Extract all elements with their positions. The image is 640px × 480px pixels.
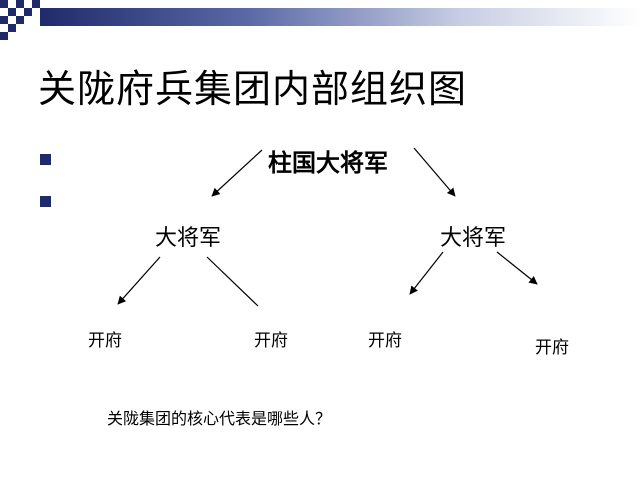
node-root: 柱国大将军	[268, 149, 388, 177]
edge-root-to-left	[211, 149, 263, 197]
node-branch-left: 大将军	[155, 226, 222, 251]
edge-root-to-right	[413, 147, 456, 197]
edge-right-to-leaf-4	[496, 251, 538, 285]
bullet-square-icon	[40, 196, 51, 207]
node-leaf: 开府	[254, 331, 288, 351]
node-leaf: 开府	[88, 331, 122, 351]
node-leaf: 开府	[368, 331, 402, 351]
bullet-square-icon	[40, 154, 51, 165]
edge-left-to-leaf-2	[206, 256, 259, 307]
checker-square	[0, 0, 8, 8]
checker-square	[8, 24, 16, 32]
checker-square	[32, 0, 40, 8]
checker-square	[0, 16, 8, 24]
slide-title: 关陇府兵集团内部组织图	[38, 67, 468, 111]
header-checker-pattern	[0, 0, 60, 40]
node-branch-right: 大将军	[440, 226, 507, 251]
edge-right-to-leaf-3	[409, 251, 444, 295]
edge-left-to-leaf-1	[117, 256, 161, 305]
node-leaf: 开府	[535, 338, 569, 358]
header-gradient-bar	[40, 8, 640, 26]
checker-square	[24, 8, 32, 16]
checker-square	[16, 0, 24, 8]
question-text: 关陇集团的核心代表是哪些人？	[107, 409, 332, 428]
checker-square	[16, 16, 24, 24]
checker-square	[0, 32, 8, 40]
checker-square	[8, 8, 16, 16]
